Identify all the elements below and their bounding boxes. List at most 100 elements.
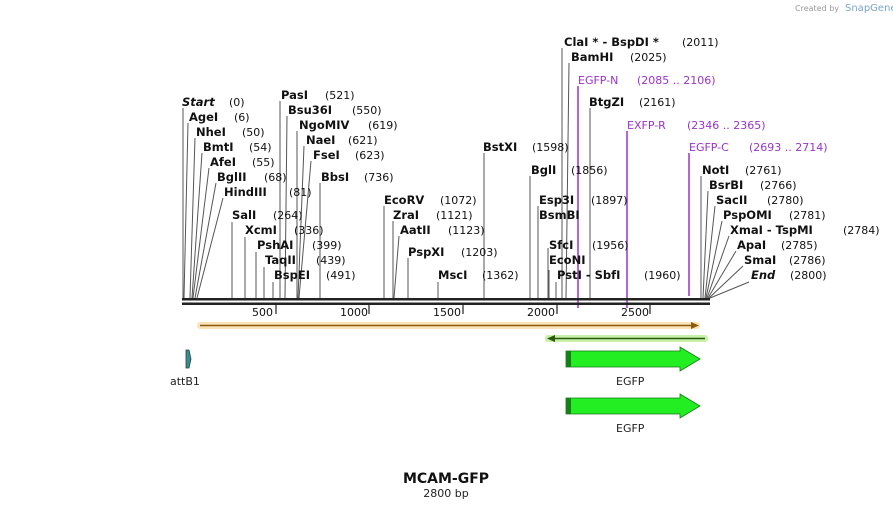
enzyme-pspxi-pos: (1203) — [461, 246, 498, 259]
egfp-arrow-2-hatch — [566, 398, 571, 414]
cut-site-lines — [182, 48, 750, 299]
enzyme-afei[interactable]: AfeI — [210, 155, 236, 169]
enzyme-apai[interactable]: ApaI — [737, 238, 766, 252]
enzyme-taqii-pos: (439) — [316, 254, 346, 267]
enzyme-smai[interactable]: SmaI — [744, 253, 776, 267]
enzyme-start: Start — [182, 95, 215, 109]
enzyme-xcmi[interactable]: XcmI — [245, 223, 277, 237]
enzyme-pasi-pos: (521) — [325, 89, 355, 102]
enzyme-bsrbi-pos: (2766) — [760, 179, 797, 192]
enzyme-hindiii-pos: (81) — [289, 186, 312, 199]
enzyme-bbsi-pos: (736) — [364, 171, 394, 184]
enzyme-zrai[interactable]: ZraI — [393, 208, 419, 222]
enzyme-clai-bspdi-pos: (2011) — [682, 36, 719, 49]
enzyme-sacii[interactable]: SacII — [716, 193, 747, 207]
enzyme-psti-sbfi[interactable]: PstI - SbfI — [557, 268, 620, 282]
ruler-label-500: 500 — [252, 306, 273, 319]
enzyme-noti[interactable]: NotI — [702, 163, 729, 177]
enzyme-bgli[interactable]: BglI — [531, 163, 556, 177]
enzyme-fsei[interactable]: FseI — [313, 148, 340, 162]
orange-forward-feature[interactable] — [197, 322, 700, 329]
enzyme-bsmbi[interactable]: BsmBI — [539, 208, 580, 222]
enzyme-bmti[interactable]: BmtI — [203, 140, 234, 154]
enzyme-bsu36i[interactable]: Bsu36I — [288, 103, 332, 117]
attb1-feature[interactable]: attB1 — [170, 349, 200, 388]
enzyme-psti-sbfi-pos: (1960) — [644, 269, 681, 282]
enzyme-labels-left: Start (0) AgeI (6) NheI (50) BmtI (54) A… — [182, 88, 398, 282]
enzyme-xmai-tspmi-pos: (2784) — [843, 224, 880, 237]
enzyme-msci-pos: (1362) — [482, 269, 519, 282]
enzyme-bglii[interactable]: BglII — [217, 170, 247, 184]
enzyme-noti-pos: (2761) — [745, 164, 782, 177]
enzyme-pasi[interactable]: PasI — [281, 88, 308, 102]
sequence-length: 2800 bp — [423, 487, 468, 500]
primer-egfp-c-range: (2693 .. 2714) — [749, 141, 828, 154]
enzyme-xmai-tspmi[interactable]: XmaI - TspMI — [730, 223, 813, 237]
egfp-arrow-2 — [565, 393, 701, 419]
enzyme-esp3i-pos: (1897) — [591, 194, 628, 207]
enzyme-ngomiv[interactable]: NgoMIV — [299, 118, 349, 132]
backbone-strand-bottom — [182, 302, 710, 305]
enzyme-btgzi[interactable]: BtgZI — [589, 95, 624, 109]
ruler-label-1500: 1500 — [433, 306, 461, 319]
enzyme-sacii-pos: (2780) — [767, 194, 804, 207]
backbone — [182, 298, 710, 305]
enzyme-bstxi[interactable]: BstXI — [483, 140, 517, 154]
egfp-label-2: EGFP — [616, 422, 645, 435]
enzyme-fsei-pos: (623) — [355, 149, 385, 162]
enzyme-hindiii[interactable]: HindIII — [224, 185, 267, 199]
green-feature-arrowhead — [547, 335, 555, 342]
enzyme-zrai-pos: (1121) — [436, 209, 473, 222]
enzyme-ecorv[interactable]: EcoRV — [384, 193, 424, 207]
enzyme-taqii[interactable]: TaqII — [265, 253, 296, 267]
ruler-label-1000: 1000 — [340, 306, 368, 319]
enzyme-esp3i[interactable]: Esp3I — [539, 193, 574, 207]
enzyme-bamhi-pos: (2025) — [630, 51, 667, 64]
primer-labels: EGFP-N (2085 .. 2106) EXFP-R (2346 .. 23… — [578, 74, 828, 154]
egfp-arrow-1 — [565, 346, 701, 372]
enzyme-sali[interactable]: SalI — [232, 208, 256, 222]
primer-exfp-r-range: (2346 .. 2365) — [687, 119, 766, 132]
created-by-text: Created by — [795, 4, 839, 13]
enzyme-bsrbi[interactable]: BsrBI — [709, 178, 743, 192]
enzyme-msci[interactable]: MscI — [438, 268, 467, 282]
enzyme-bbsi[interactable]: BbsI — [321, 170, 349, 184]
enzyme-ecorv-pos: (1072) — [440, 194, 477, 207]
enzyme-naei[interactable]: NaeI — [306, 133, 335, 147]
enzyme-apai-pos: (2785) — [781, 239, 818, 252]
enzyme-bspei[interactable]: BspEI — [274, 268, 310, 282]
primer-egfp-n[interactable]: EGFP-N — [578, 74, 618, 87]
enzyme-pshai[interactable]: PshAI — [257, 238, 293, 252]
enzyme-bamhi[interactable]: BamHI — [571, 50, 613, 64]
enzyme-aatii[interactable]: AatII — [400, 223, 431, 237]
egfp-feature-2[interactable]: EGFP — [565, 393, 701, 435]
enzyme-agei[interactable]: AgeI — [189, 110, 218, 124]
enzyme-sfci[interactable]: SfcI — [549, 238, 573, 252]
ruler-label-2000: 2000 — [527, 306, 555, 319]
primer-egfp-n-range: (2085 .. 2106) — [637, 74, 716, 87]
green-reverse-feature[interactable] — [545, 335, 708, 342]
egfp-label-1: EGFP — [616, 375, 645, 388]
enzyme-sfci-pos: (1956) — [592, 239, 629, 252]
enzyme-sali-pos: (264) — [273, 209, 303, 222]
primer-exfp-r[interactable]: EXFP-R — [627, 119, 666, 132]
snapgene-brand: SnapGene — [845, 3, 893, 14]
attb1-label: attB1 — [170, 375, 200, 388]
backbone-strand-top — [182, 298, 710, 301]
enzyme-agei-pos: (6) — [234, 111, 250, 124]
enzyme-econi[interactable]: EcoNI — [549, 253, 585, 267]
enzyme-xcmi-pos: (336) — [294, 224, 324, 237]
primer-egfp-c[interactable]: EGFP-C — [689, 141, 729, 154]
enzyme-naei-pos: (621) — [348, 134, 378, 147]
enzyme-clai-bspdi[interactable]: ClaI * - BspDI * — [564, 35, 659, 49]
enzyme-pspomi-pos: (2781) — [789, 209, 826, 222]
attb1-shape — [185, 349, 192, 369]
egfp-feature-1[interactable]: EGFP — [565, 346, 701, 388]
ruler-label-2500: 2500 — [621, 306, 649, 319]
enzyme-nhei[interactable]: NheI — [196, 125, 226, 139]
enzyme-pspxi[interactable]: PspXI — [408, 245, 444, 259]
primer-lines — [577, 86, 690, 308]
enzyme-pspomi[interactable]: PspOMI — [723, 208, 772, 222]
egfp-arrow-1-hatch — [566, 351, 571, 367]
